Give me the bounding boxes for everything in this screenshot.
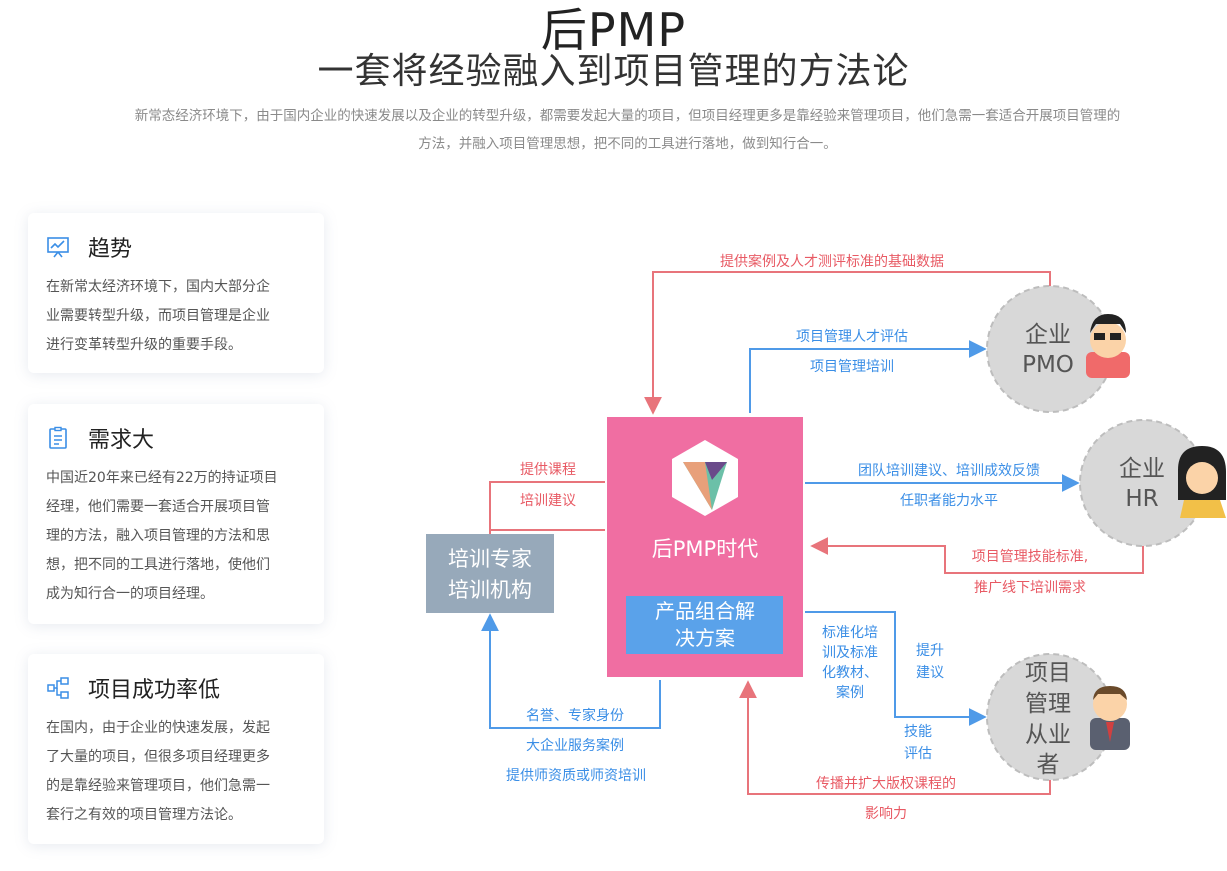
practitioner-label: 者 [1037, 752, 1060, 778]
skill-label: 技能 [904, 724, 932, 740]
card-line: 理的方法，融入项目管理的方法和思 [46, 528, 270, 544]
card-body: 在国内，由于企业的快速发展，发起 了大量的项目，但很多项目经理更多 的是靠经验来… [46, 714, 312, 830]
intro-line: 方法，并融入项目管理思想，把不同的工具进行落地，做到知行合一。 [418, 136, 837, 152]
pmo-arrow [749, 340, 987, 413]
card-line: 在国内，由于企业的快速发展，发起 [46, 720, 270, 736]
top-arrow [644, 271, 1051, 415]
practitioner-person-icon [1090, 686, 1130, 750]
top-arrow-label: 提供案例及人才测评标准的基础数据 [720, 253, 944, 270]
hr-label: 企业 [1119, 456, 1165, 482]
upgrade-label: 提升 [916, 643, 944, 659]
pmo-label: 企业 [1025, 322, 1071, 348]
card-line: 业需要转型升级，而项目管理是企业 [46, 308, 270, 324]
card-line: 经理，他们需要一套适合开展项目管 [46, 499, 270, 515]
card-demand: 需求大 中国近20年来已经有22万的持证项目 经理，他们需要一套适合开展项目管 … [28, 404, 324, 624]
network-icon [47, 677, 69, 699]
page-title: 后PMP [540, 3, 687, 57]
bottom-left-label-b: 大企业服务案例 [526, 737, 624, 754]
pmo-label-b: 项目管理培训 [810, 359, 894, 375]
bottom-left-label-a: 名誉、专家身份 [526, 707, 624, 724]
center-title: 后PMP时代 [652, 537, 758, 561]
card-body: 在新常太经济环境下，国内大部分企 业需要转型升级，而项目管理是企业 进行变革转型… [46, 273, 312, 360]
pmo-label: PMO [1022, 352, 1074, 378]
practitioner-label: 管理 [1025, 691, 1071, 717]
left-return-arrow [481, 613, 661, 729]
hr-label: HR [1125, 486, 1158, 512]
card-title: 趋势 [88, 237, 133, 262]
hr-label-c: 项目管理技能标准, [972, 549, 1088, 565]
card-line: 套行之有效的项目管理方法论。 [46, 807, 242, 823]
mid-label: 标准化培 [822, 625, 878, 641]
card-line: 在新常太经济环境下，国内大部分企 [46, 279, 270, 295]
card-line: 想，把不同的工具进行落地，使他们 [46, 557, 270, 573]
clipboard-icon [49, 426, 67, 449]
hr-label-b: 任职者能力水平 [900, 493, 998, 509]
upgrade-label: 建议 [916, 665, 944, 681]
card-success-rate: 项目成功率低 在国内，由于企业的快速发展，发起 了大量的项目，但很多项目经理更多… [28, 654, 324, 844]
mid-label: 训及标准 [822, 645, 878, 661]
mid-label: 化教材、 [822, 665, 878, 681]
card-trend: 趋势 在新常太经济环境下，国内大部分企 业需要转型升级，而项目管理是企业 进行变… [28, 213, 324, 373]
practitioner-label: 项目 [1025, 660, 1071, 686]
bottom-arrow-label-b: 影响力 [865, 806, 907, 822]
page-subtitle: 一套将经验融入到项目管理的方法论 [317, 51, 910, 92]
logo-icon [672, 440, 738, 516]
hr-return-arrow [810, 537, 1144, 574]
left-box [426, 534, 554, 613]
card-title: 需求大 [88, 428, 155, 453]
card-line: 的是靠经验来管理项目，他们急需一 [46, 778, 270, 794]
skill-label: 评估 [904, 746, 932, 762]
left-label-b: 培训建议 [520, 493, 576, 509]
card-line: 了大量的项目，但很多项目经理更多 [46, 749, 270, 765]
trend-chart-icon [47, 237, 69, 258]
left-box-label: 培训机构 [448, 578, 532, 602]
center-sub: 决方案 [675, 626, 735, 650]
bottom-left-label-c: 提供师资质或师资培训 [506, 768, 646, 784]
practitioner-arrow [805, 611, 987, 726]
card-body: 中国近20年来已经有22万的持证项目 经理，他们需要一套适合开展项目管 理的方法… [46, 464, 312, 609]
pmo-person-icon [1086, 314, 1130, 378]
bottom-arrow-label-a: 传播并扩大版权课程的 [816, 776, 956, 792]
hr-label-a: 团队培训建议、培训成效反馈 [858, 463, 1040, 479]
center-sub-box [626, 596, 783, 654]
intro-text: 新常态经济环境下，由于国内企业的快速发展以及企业的转型升级，都需要发起大量的项目… [28, 102, 1227, 158]
center-sub: 产品组合解 [655, 599, 755, 623]
left-box-label: 培训专家 [448, 547, 532, 571]
card-line: 中国近20年来已经有22万的持证项目 [46, 470, 278, 486]
hr-label-d: 推广线下培训需求 [974, 580, 1086, 596]
pmo-label-a: 项目管理人才评估 [796, 329, 908, 345]
intro-line: 新常态经济环境下，由于国内企业的快速发展以及企业的转型升级，都需要发起大量的项目… [134, 108, 1121, 124]
hr-person-icon [1178, 446, 1226, 518]
card-line: 进行变革转型升级的重要手段。 [46, 337, 242, 353]
card-title: 项目成功率低 [88, 678, 221, 703]
practitioner-label: 从业 [1025, 722, 1071, 748]
card-line: 成为知行合一的项目经理。 [46, 586, 214, 602]
bottom-arrow [739, 680, 1051, 795]
left-label-a: 提供课程 [520, 462, 576, 478]
mid-label: 案例 [836, 684, 864, 701]
